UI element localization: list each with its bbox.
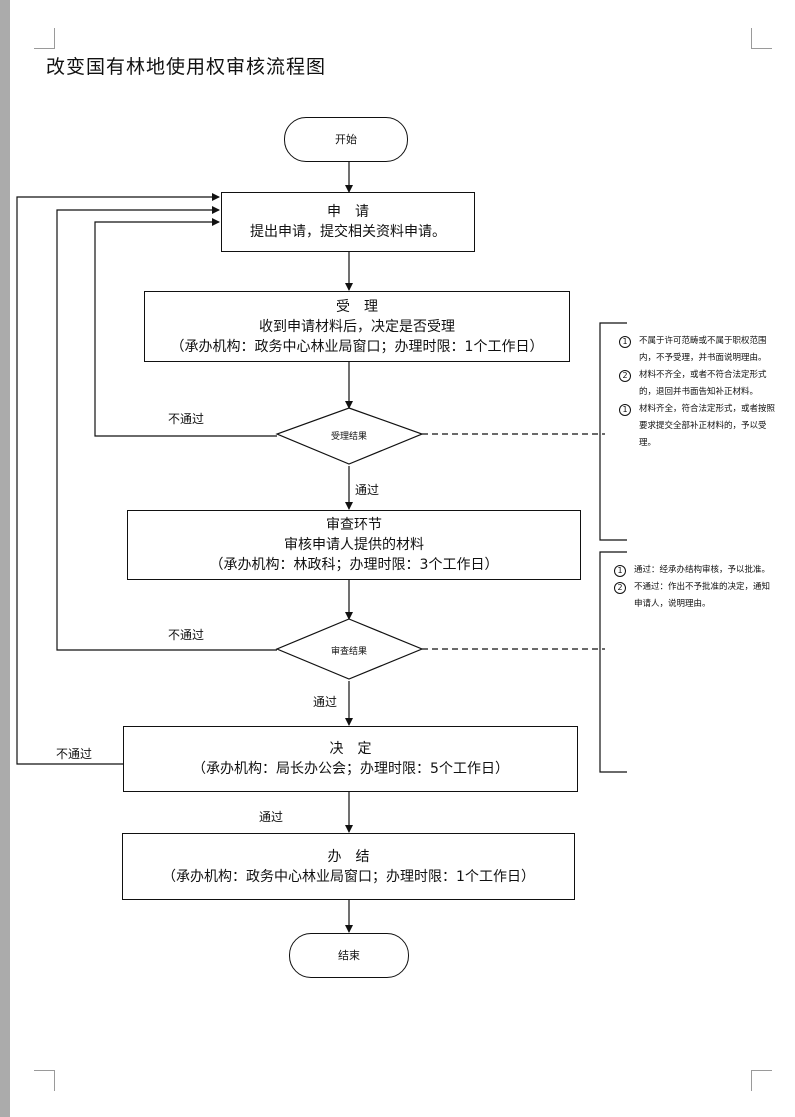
page-title: 改变国有林地使用权审核流程图 bbox=[46, 56, 327, 78]
apply-line1: 提出申请，提交相关资料申请。 bbox=[250, 224, 446, 240]
loop-decision2-fail bbox=[56, 206, 277, 651]
accept-heading: 受 理 bbox=[336, 298, 378, 315]
edge-label-pass-3: 通过 bbox=[259, 810, 284, 824]
notes-review: 1 通过：经承办结构审核，予以批准。 2 不通过：作出不予批准的决定，通知申请人… bbox=[612, 562, 777, 613]
decision2-diamond bbox=[275, 618, 424, 680]
note-item: 2 不通过：作出不予批准的决定，通知申请人，说明理由。 bbox=[612, 579, 777, 613]
loop-decision1-fail bbox=[94, 218, 277, 437]
review-box: 审查环节 审核申请人提供的材料 （承办机构：林政科；办理时限：3个工作日） bbox=[127, 510, 581, 580]
crop-mark-top-left bbox=[34, 28, 55, 49]
edge-label-fail-2: 不通过 bbox=[168, 628, 205, 642]
loop-decide-fail bbox=[16, 193, 220, 765]
decide-heading: 决 定 bbox=[329, 741, 372, 757]
edge-label-fail-1: 不通过 bbox=[168, 412, 205, 426]
note-number: 1 bbox=[619, 404, 631, 416]
accept-line2: （承办机构：政务中心林业局窗口；办理时限：1个工作日） bbox=[170, 338, 544, 355]
review-line2: （承办机构：林政科；办理时限：3个工作日） bbox=[209, 557, 499, 573]
apply-heading: 申 请 bbox=[327, 204, 369, 220]
edge-label-pass-2: 通过 bbox=[313, 695, 338, 709]
note-number: 2 bbox=[614, 582, 626, 594]
notes2-bracket bbox=[599, 551, 627, 773]
note-number: 2 bbox=[619, 370, 631, 382]
note-number: 1 bbox=[619, 336, 631, 348]
crop-mark-top-right bbox=[751, 28, 772, 49]
review-heading: 审查环节 bbox=[326, 517, 382, 533]
note-text: 不属于许可范畴或不属于职权范围内，不予受理，并书面说明理由。 bbox=[639, 336, 767, 363]
edge-label-fail-3: 不通过 bbox=[56, 747, 93, 761]
review-line1: 审核申请人提供的材料 bbox=[284, 537, 424, 553]
start-label: 开始 bbox=[335, 132, 357, 146]
decide-box: 决 定 （承办机构：局长办公会；办理时限：5个工作日） bbox=[123, 726, 578, 792]
conclude-box: 办 结 （承办机构：政务中心林业局窗口；办理时限：1个工作日） bbox=[122, 833, 575, 900]
edge-label-pass-1: 通过 bbox=[355, 483, 380, 497]
end-terminator: 结束 bbox=[289, 933, 409, 978]
apply-box: 申 请 提出申请，提交相关资料申请。 bbox=[221, 192, 475, 252]
note-text: 材料齐全，符合法定形式，或者按照要求提交全部补正材料的，予以受理。 bbox=[639, 404, 776, 448]
notes-acceptance: 1 不属于许可范畴或不属于职权范围内，不予受理，并书面说明理由。 2 材料不齐全… bbox=[617, 333, 777, 452]
conclude-heading: 办 结 bbox=[327, 848, 370, 865]
decision1-label: 受理结果 bbox=[330, 432, 367, 442]
note-item: 1 不属于许可范畴或不属于职权范围内，不予受理，并书面说明理由。 bbox=[617, 333, 777, 367]
decision1-diamond bbox=[275, 407, 424, 465]
end-label: 结束 bbox=[338, 948, 360, 962]
note-text: 不通过：作出不予批准的决定，通知申请人，说明理由。 bbox=[634, 582, 771, 609]
note-text: 通过：经承办结构审核，予以批准。 bbox=[634, 565, 771, 575]
start-terminator: 开始 bbox=[284, 117, 408, 162]
note-text: 材料不齐全，或者不符合法定形式的，退回并书面告知补正材料。 bbox=[639, 370, 767, 397]
note-item: 1 材料齐全，符合法定形式，或者按照要求提交全部补正材料的，予以受理。 bbox=[617, 401, 777, 452]
note-number: 1 bbox=[614, 565, 626, 577]
notes1-bracket bbox=[599, 322, 627, 541]
conclude-line1: （承办机构：政务中心林业局窗口；办理时限：1个工作日） bbox=[162, 868, 535, 885]
decide-line1: （承办机构：局长办公会；办理时限：5个工作日） bbox=[192, 761, 509, 777]
decision2-label: 审查结果 bbox=[330, 647, 367, 657]
accept-line1: 收到申请材料后，决定是否受理 bbox=[259, 318, 455, 335]
crop-mark-bottom-right bbox=[751, 1070, 772, 1091]
note-item: 1 通过：经承办结构审核，予以批准。 bbox=[612, 562, 777, 579]
note-item: 2 材料不齐全，或者不符合法定形式的，退回并书面告知补正材料。 bbox=[617, 367, 777, 401]
crop-mark-bottom-left bbox=[34, 1070, 55, 1091]
accept-box: 受 理 收到申请材料后，决定是否受理 （承办机构：政务中心林业局窗口；办理时限：… bbox=[144, 291, 570, 362]
